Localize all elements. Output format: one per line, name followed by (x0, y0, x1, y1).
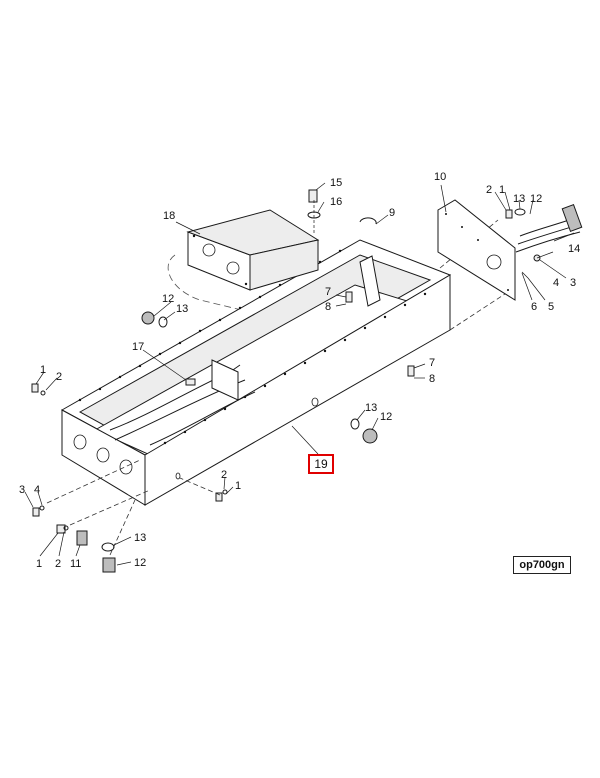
tank-body (60, 219, 509, 506)
callout-12-left: 12 (162, 293, 174, 305)
callout-3-left: 3 (19, 484, 25, 496)
callout-9: 9 (389, 207, 395, 219)
drawing-code-label: op700gn (513, 556, 571, 574)
callout-17: 17 (132, 341, 144, 353)
callout-13-top-right: 13 (513, 193, 525, 205)
callout-12-right: 12 (380, 411, 392, 423)
callout-6: 6 (531, 301, 537, 313)
callout-1-middle: 1 (235, 480, 241, 492)
callout-1-bottom: 1 (36, 558, 42, 570)
callout-5: 5 (548, 301, 554, 313)
callout-13-right: 13 (365, 402, 377, 414)
callout-4-right: 4 (553, 277, 559, 289)
callout-4-left: 4 (34, 484, 40, 496)
callout-16: 16 (330, 196, 342, 208)
callout-14: 14 (568, 243, 580, 255)
rim-rivets (78, 249, 427, 445)
callout-12-bottom: 12 (134, 557, 146, 569)
callout-7-lower: 7 (429, 357, 435, 369)
callout-1-top-right: 1 (499, 184, 505, 196)
callout-2-middle: 2 (221, 469, 227, 481)
callout-13-left: 13 (176, 303, 188, 315)
callout-8-upper: 8 (325, 301, 331, 313)
callout-labels: 15 16 9 18 10 2 1 13 12 14 3 4 5 6 7 8 1… (19, 171, 580, 570)
callout-3-right: 3 (570, 277, 576, 289)
callout-10: 10 (434, 171, 446, 183)
callout-11: 11 (70, 558, 81, 570)
part-18-flange-cover (186, 209, 320, 291)
callout-13-bottom: 13 (134, 532, 146, 544)
callout-2-bottom: 2 (55, 558, 61, 570)
leader-lines (24, 182, 575, 566)
callout-2-top-right: 2 (486, 184, 492, 196)
part-14-heating-element (515, 204, 583, 253)
highlighted-callout-19[interactable]: 19 (308, 454, 334, 474)
callout-7-upper: 7 (325, 286, 331, 298)
fasteners (31, 189, 541, 573)
callout-15: 15 (330, 177, 342, 189)
callout-1-left: 1 (40, 364, 46, 376)
callout-2-left: 2 (56, 371, 62, 383)
callout-12-top-right: 12 (530, 193, 542, 205)
part-10-plate (437, 199, 516, 301)
callout-18: 18 (163, 210, 175, 222)
callout-8-lower: 8 (429, 373, 435, 385)
